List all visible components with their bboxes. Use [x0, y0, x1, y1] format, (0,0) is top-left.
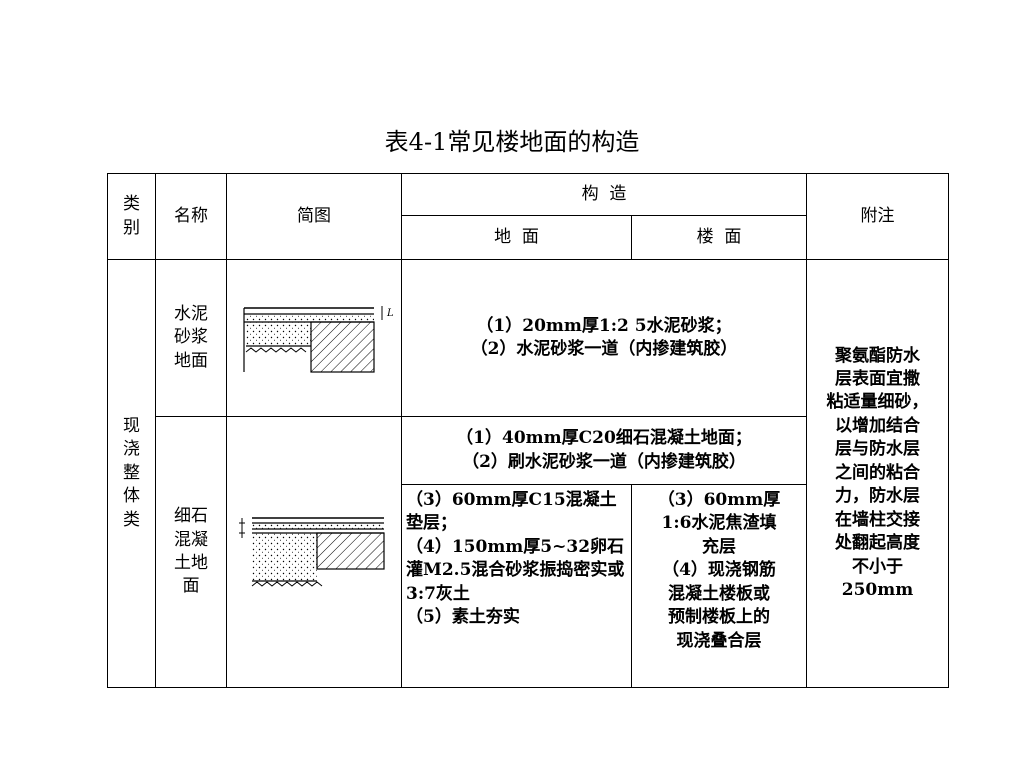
row2-shared-construction: （1）40mm厚C20细石混凝土地面； （2）刷水泥砂浆一道（内掺建筑胶）	[401, 416, 807, 485]
header-name: 名称	[155, 173, 227, 260]
notes-cell: 聚氨酯防水 层表面宜撒 粘适量细砂， 以增加结合 层与防水层 之间的粘合 力，防…	[806, 259, 949, 688]
fine-concrete-section-diagram	[239, 517, 385, 587]
header-construction: 构 造	[401, 173, 807, 216]
row1-shared-construction: （1）20mm厚1:2 5水泥砂浆； （2）水泥砂浆一道（内掺建筑胶）	[401, 259, 807, 417]
header-notes: 附注	[806, 173, 949, 260]
page-title: 表4-1常见楼地面的构造	[384, 128, 640, 156]
header-diagram: 简图	[226, 173, 402, 260]
construction-table: 类 别 名称 简图 构 造 附注 地 面 楼 面 现 浇 整 体 类 水泥 砂浆…	[107, 173, 949, 688]
row1-diagram: L	[226, 259, 402, 417]
svg-text:L: L	[386, 308, 394, 319]
cement-mortar-section-diagram: L	[243, 306, 394, 373]
row2-ground-construction: （3）60mm厚C15混凝土垫层； （4）150mm厚5~32卵石灌M2.5混合…	[401, 484, 632, 688]
row2-floor-construction: （3）60mm厚 1:6水泥焦渣填 充层 （4）现浇钢筋 混凝土楼板或 预制楼板…	[631, 484, 807, 688]
row2-name: 细石 混凝 土地 面	[155, 416, 227, 688]
header-floor: 楼 面	[631, 215, 807, 260]
category-cell: 现 浇 整 体 类	[107, 259, 156, 688]
row2-diagram	[226, 416, 402, 688]
header-ground: 地 面	[401, 215, 632, 260]
row1-name: 水泥 砂浆 地面	[155, 259, 227, 417]
header-category: 类 别	[107, 173, 156, 260]
